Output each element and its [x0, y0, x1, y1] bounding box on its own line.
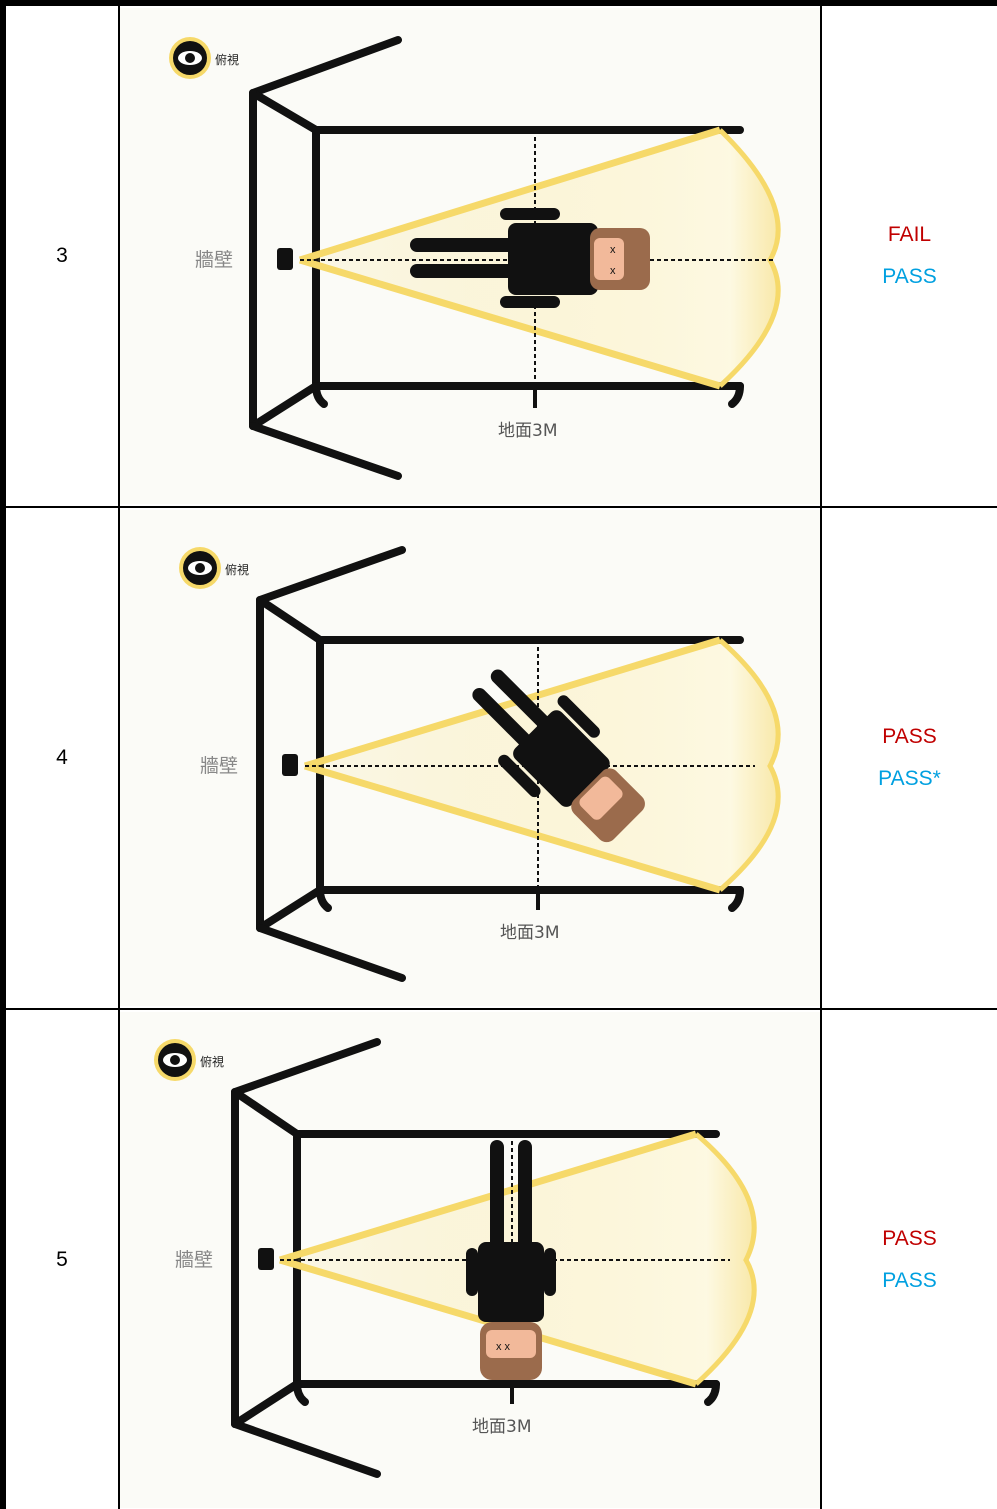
result-cell: PASS PASS [822, 1010, 997, 1509]
floor-label: 地面3M [472, 1417, 531, 1437]
svg-text:x: x [610, 244, 616, 256]
table-top-border [0, 0, 997, 6]
view-label: 俯視 [215, 52, 239, 67]
row-number: 5 [56, 1247, 68, 1271]
person-figure: x x [410, 208, 650, 308]
diagram-row-5: 俯視 x x 地面 [120, 1012, 820, 1508]
result-secondary: PASS [882, 265, 937, 288]
column-divider-2 [820, 0, 822, 1509]
floor-label: 地面3M [500, 923, 559, 943]
table-left-border [0, 0, 6, 1509]
diagram-row-3: 俯視 [120, 8, 820, 504]
result-primary: PASS [882, 725, 937, 748]
row-number: 4 [56, 746, 68, 769]
row-divider-2 [0, 1008, 997, 1010]
eye-icon [169, 37, 211, 79]
wall-label: 牆壁 [200, 755, 238, 777]
diagram-row-4: 俯視 地面3M 牆壁 [120, 510, 820, 1006]
wall-label: 牆壁 [195, 249, 233, 271]
floor-label: 地面3M [498, 421, 557, 441]
wall-label: 牆壁 [175, 1249, 213, 1271]
result-primary: PASS [882, 1226, 937, 1250]
eye-icon [154, 1039, 196, 1081]
result-cell: PASS PASS* [822, 508, 997, 1008]
result-primary: FAIL [887, 223, 932, 246]
column-divider-1 [118, 0, 120, 1509]
result-cell: FAIL PASS [822, 6, 997, 506]
person-figure [472, 669, 645, 843]
svg-text:x x: x x [496, 1341, 511, 1353]
eye-icon [179, 547, 221, 589]
camera-icon [258, 1248, 274, 1270]
camera-icon [277, 248, 293, 270]
view-label: 俯視 [200, 1054, 224, 1069]
svg-text:x: x [610, 265, 616, 277]
row-number: 3 [56, 244, 68, 267]
person-figure: x x [466, 1140, 556, 1380]
view-label: 俯視 [225, 562, 249, 577]
row-divider-1 [0, 506, 997, 508]
result-secondary: PASS [882, 1268, 937, 1292]
camera-icon [282, 754, 298, 776]
result-secondary: PASS* [878, 767, 941, 790]
